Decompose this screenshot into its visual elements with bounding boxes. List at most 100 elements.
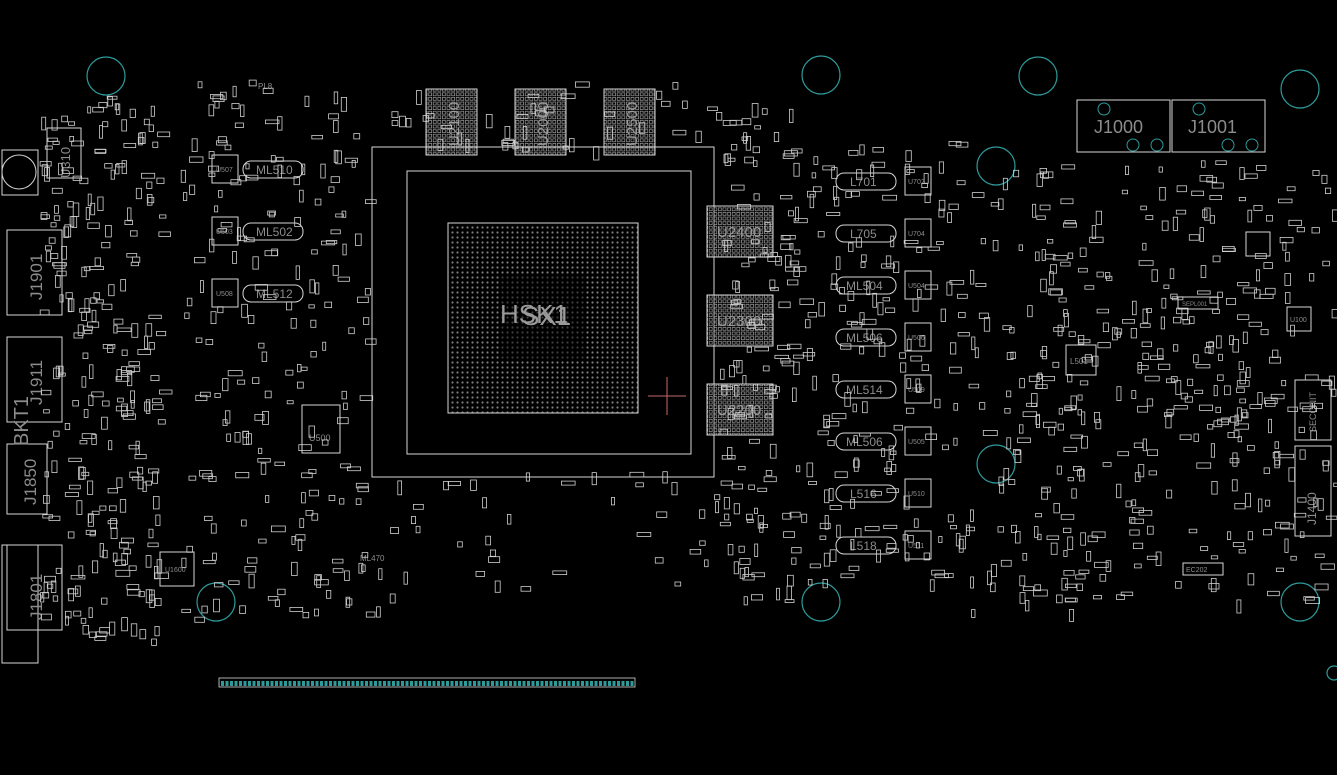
- passive-component: [1280, 523, 1294, 530]
- passive-component: [1210, 443, 1216, 458]
- passive-component: [859, 432, 871, 437]
- passive-component: [903, 239, 919, 244]
- passive-component: [1063, 550, 1068, 557]
- passive-component: [102, 121, 109, 128]
- passive-component: [1232, 339, 1240, 353]
- passive-component: [1105, 272, 1111, 279]
- passive-component: [107, 520, 118, 525]
- passive-component: [107, 487, 118, 494]
- mounting-hole: [1280, 69, 1320, 109]
- passive-component: [1256, 269, 1261, 282]
- passive-component: [998, 476, 1004, 486]
- passive-component: [126, 589, 141, 596]
- passive-component: [1331, 309, 1337, 319]
- passive-component: [950, 342, 957, 355]
- passive-component: [1303, 596, 1315, 601]
- passive-component: [208, 172, 216, 177]
- passive-component: [823, 552, 831, 567]
- passive-component: [242, 430, 249, 445]
- passive-component: [1010, 351, 1016, 360]
- passive-component: [56, 270, 67, 277]
- passive-component: [1314, 553, 1325, 558]
- passive-component: [759, 524, 769, 528]
- passive-component: [332, 264, 339, 276]
- passive-component: [65, 292, 73, 299]
- passive-component: [931, 569, 946, 576]
- passive-component: [129, 108, 136, 118]
- passive-component: [1325, 515, 1337, 520]
- passive-component: [1249, 404, 1262, 409]
- passive-component: [1234, 423, 1249, 430]
- passive-component: [152, 496, 160, 510]
- passive-component: [154, 626, 160, 637]
- passive-component: [1075, 574, 1086, 580]
- passive-component: [194, 616, 205, 623]
- passive-component: [1254, 289, 1261, 299]
- passive-component: [1050, 264, 1057, 274]
- passive-component: [115, 375, 130, 382]
- passive-component: [942, 444, 949, 451]
- passive-component: [129, 471, 140, 478]
- passive-component: [1272, 349, 1279, 359]
- passive-component: [123, 142, 137, 148]
- passive-component: [112, 552, 118, 563]
- passive-component: [139, 629, 147, 640]
- passive-component: [1078, 339, 1091, 344]
- passive-component: [754, 507, 758, 514]
- passive-component: [762, 313, 774, 320]
- passive-component: [1302, 406, 1317, 413]
- passive-component: [234, 122, 244, 128]
- passive-component: [64, 224, 72, 238]
- passive-component: [258, 342, 265, 349]
- passive-component: [913, 518, 919, 528]
- passive-component: [890, 235, 895, 248]
- passive-component: [217, 136, 227, 144]
- passive-component: [699, 540, 706, 546]
- passive-component: [1155, 551, 1162, 566]
- passive-component: [743, 132, 748, 144]
- passive-component: [1227, 431, 1235, 438]
- passive-component: [780, 195, 793, 200]
- passive-component: [1091, 355, 1099, 367]
- passive-component: [1279, 453, 1294, 459]
- passive-component: [1034, 584, 1042, 592]
- passive-component: [1129, 517, 1136, 524]
- passive-component: [747, 322, 756, 329]
- passive-component: [146, 181, 153, 189]
- passive-component: [1222, 245, 1235, 252]
- passive-component: [151, 638, 157, 646]
- passive-component: [759, 253, 770, 258]
- passive-component: [1282, 241, 1287, 251]
- passive-component: [1034, 526, 1039, 538]
- passive-component: [482, 497, 487, 509]
- passive-component: [267, 596, 279, 601]
- passive-component: [1194, 389, 1204, 395]
- u504-label: U504: [908, 283, 925, 290]
- passive-component: [1193, 433, 1199, 442]
- passive-component: [1237, 282, 1250, 287]
- passive-component: [126, 366, 141, 372]
- passive-component: [735, 412, 746, 417]
- passive-component: [1188, 528, 1198, 534]
- passive-component: [1091, 531, 1106, 538]
- passive-component: [1269, 356, 1281, 364]
- passive-component: [1096, 308, 1109, 314]
- passive-component: [723, 497, 730, 510]
- passive-component: [40, 214, 50, 219]
- passive-component: [957, 293, 968, 299]
- passive-component: [716, 112, 723, 121]
- passive-component: [43, 495, 50, 504]
- passive-component: [109, 621, 116, 636]
- passive-component: [88, 607, 93, 618]
- passive-component: [912, 298, 919, 312]
- passive-component: [61, 245, 67, 260]
- passive-component: [107, 345, 114, 353]
- passive-component: [1234, 414, 1239, 426]
- passive-component: [824, 489, 830, 504]
- passive-component: [150, 105, 155, 117]
- passive-component: [593, 146, 600, 161]
- passive-component: [337, 276, 350, 282]
- passive-component: [1242, 331, 1248, 344]
- passive-component: [325, 240, 338, 245]
- passive-component: [51, 460, 58, 473]
